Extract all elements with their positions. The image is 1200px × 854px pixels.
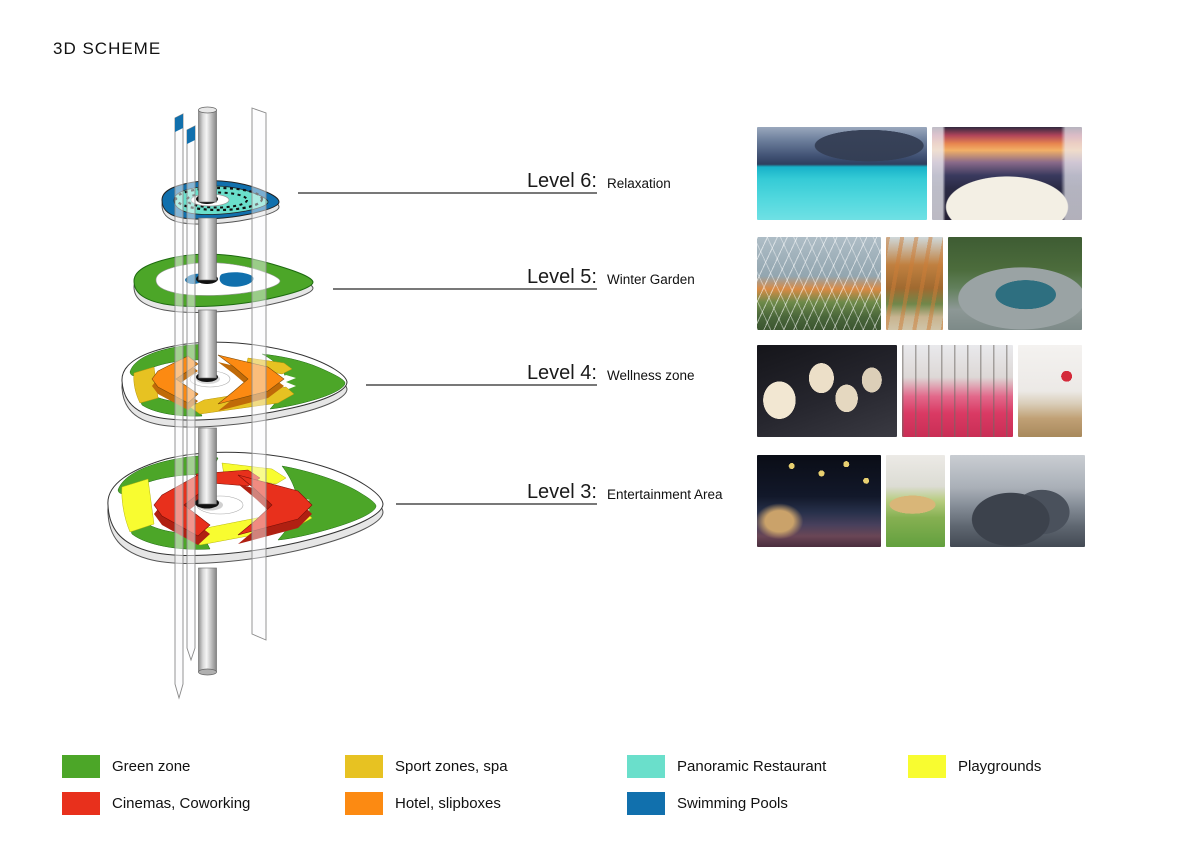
tower-3d-diagram — [107, 106, 384, 700]
photo-natural-stone-pool — [948, 237, 1082, 330]
legend-label: Panoramic Restaurant — [677, 758, 827, 775]
fin-blue-cap — [187, 126, 195, 144]
photo-coworking-lounge — [950, 455, 1085, 547]
level-5-plate — [133, 253, 314, 313]
sport-zones-swatch — [345, 755, 383, 778]
photo-3d-cinema — [757, 455, 881, 547]
legend-label: Playgrounds — [958, 758, 1042, 775]
playgrounds-swatch — [908, 755, 946, 778]
photo-infinity-pool — [757, 127, 927, 220]
level-4-label: Level 4: — [526, 362, 597, 384]
level-3-label: Level 3: — [526, 481, 597, 503]
core-cylinder — [198, 106, 217, 676]
leader-line — [333, 288, 597, 290]
legend-label: Hotel, slipboxes — [395, 795, 501, 812]
photo-winter-garden-dome — [757, 237, 881, 330]
level-4-name: Wellness zone — [607, 368, 695, 383]
level-6-name: Relaxation — [607, 176, 671, 191]
legend-label: Green zone — [112, 758, 191, 775]
photo-capsule-hotel — [757, 345, 897, 437]
fin-blue-cap — [175, 114, 183, 132]
glass-fins — [174, 107, 267, 700]
leader-line — [396, 503, 597, 505]
restaurant-swatch — [627, 755, 665, 778]
legend-label: Sport zones, spa — [395, 758, 508, 775]
leader-line — [366, 384, 597, 386]
pools-swatch — [627, 792, 665, 815]
level-3-name: Entertainment Area — [607, 487, 723, 502]
legend-label: Cinemas, Coworking — [112, 795, 251, 812]
photo-restaurant-sunset — [932, 127, 1082, 220]
photo-garden-walkway — [886, 237, 943, 330]
green-zone-swatch — [62, 755, 100, 778]
hotel-swatch — [345, 792, 383, 815]
photo-minimal-bedroom — [1018, 345, 1082, 437]
level-5-name: Winter Garden — [607, 272, 695, 287]
level-6-label: Level 6: — [526, 170, 597, 192]
leader-line — [298, 192, 597, 194]
legend-label: Swimming Pools — [677, 795, 788, 812]
level-3-plate — [107, 451, 384, 564]
cinemas-swatch — [62, 792, 100, 815]
level-4-plate — [121, 341, 348, 428]
photo-indoor-playground — [886, 455, 945, 547]
level-5-label: Level 5: — [526, 266, 597, 288]
page-title: 3D SCHEME — [53, 39, 162, 58]
photo-net-trampoline — [902, 345, 1013, 437]
